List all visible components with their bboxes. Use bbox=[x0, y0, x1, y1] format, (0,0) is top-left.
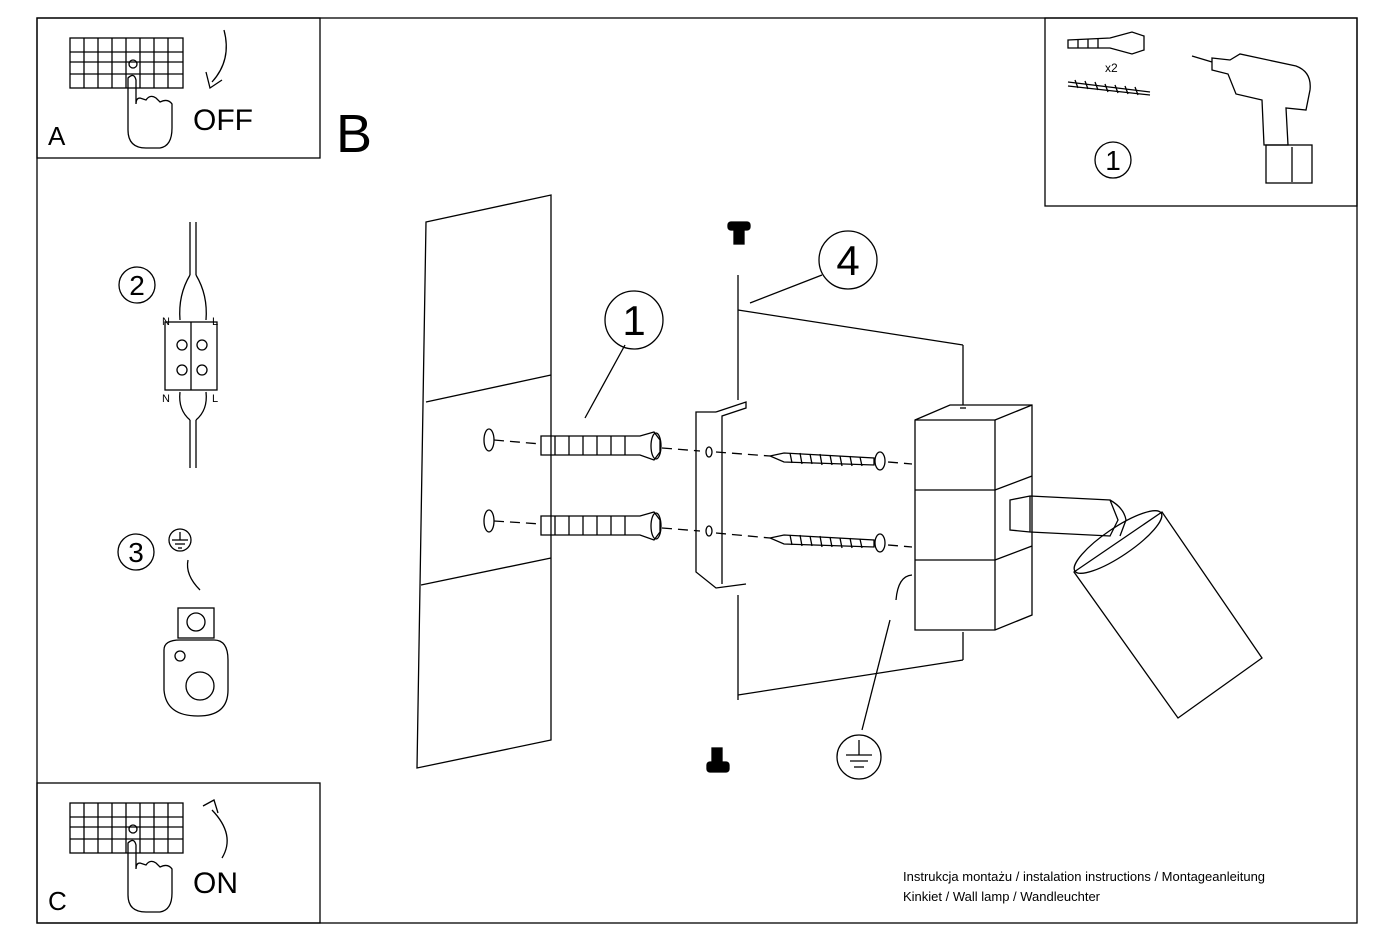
terminal-label-l-top: L bbox=[212, 316, 218, 328]
panel-a-action: OFF bbox=[193, 104, 253, 137]
lamp-shade bbox=[1073, 510, 1263, 719]
panel-c-action: ON bbox=[193, 867, 238, 900]
lamp-arm bbox=[1009, 495, 1127, 537]
panel-b-letter: B bbox=[336, 104, 372, 164]
tools-box bbox=[1044, 17, 1358, 207]
anchor-callout-badge bbox=[604, 290, 664, 350]
tools-step-badge bbox=[1094, 141, 1132, 179]
anchor-callout-number: 1 bbox=[622, 297, 645, 344]
terminal-label-n-top: N bbox=[162, 316, 170, 328]
screw-bottom bbox=[767, 533, 886, 553]
earth-step-number: 3 bbox=[128, 537, 144, 568]
terminal-label-n-bottom: N bbox=[162, 393, 170, 405]
tools-step-number: 1 bbox=[1105, 145, 1121, 176]
drill-icon bbox=[1191, 53, 1313, 184]
wall-section bbox=[416, 194, 552, 769]
mounting-bracket bbox=[695, 401, 747, 589]
lamp-base-outline bbox=[737, 275, 964, 700]
terminal-label-l-bottom: L bbox=[212, 393, 218, 405]
cap-screw-top bbox=[727, 221, 751, 245]
wiring-step-number: 2 bbox=[129, 270, 145, 301]
panel-a-box bbox=[36, 17, 321, 159]
arrow-up-icon bbox=[211, 809, 228, 859]
drill-hole-bottom bbox=[483, 509, 495, 533]
earth-terminal-icon bbox=[163, 607, 229, 717]
assembly-axes bbox=[493, 439, 913, 548]
drill-hole-top bbox=[483, 428, 495, 452]
panel-a-letter: A bbox=[48, 121, 66, 151]
panel-c-box bbox=[36, 782, 321, 924]
terminal-block-icon bbox=[164, 222, 218, 468]
arrow-down-icon bbox=[211, 29, 227, 83]
lamp-body bbox=[895, 404, 1033, 631]
mount-callout-number: 4 bbox=[836, 237, 859, 284]
panel-c-letter: C bbox=[48, 886, 67, 916]
footer-line-2: Kinkiet / Wall lamp / Wandleuchter bbox=[903, 889, 1100, 904]
earth-symbol-small-icon bbox=[168, 528, 192, 552]
footer-line-1: Instrukcja montażu / instalation instruc… bbox=[903, 869, 1266, 884]
screw-top bbox=[767, 451, 886, 471]
wiring-step-badge bbox=[118, 266, 156, 304]
breaker-board-on-icon bbox=[69, 802, 184, 913]
cap-screw-bottom bbox=[706, 747, 730, 773]
earth-step-badge bbox=[117, 533, 155, 571]
sheet-border bbox=[36, 17, 1358, 924]
mount-callout-badge bbox=[818, 230, 878, 290]
tools-qty: x2 bbox=[1105, 61, 1118, 75]
wall-anchor-bottom bbox=[540, 511, 662, 541]
wall-anchor-top bbox=[540, 431, 662, 461]
screw-icon bbox=[1067, 79, 1151, 96]
wall-plug-icon bbox=[1067, 31, 1145, 55]
earth-symbol-icon bbox=[836, 734, 882, 780]
breaker-board-off-icon bbox=[69, 37, 184, 149]
